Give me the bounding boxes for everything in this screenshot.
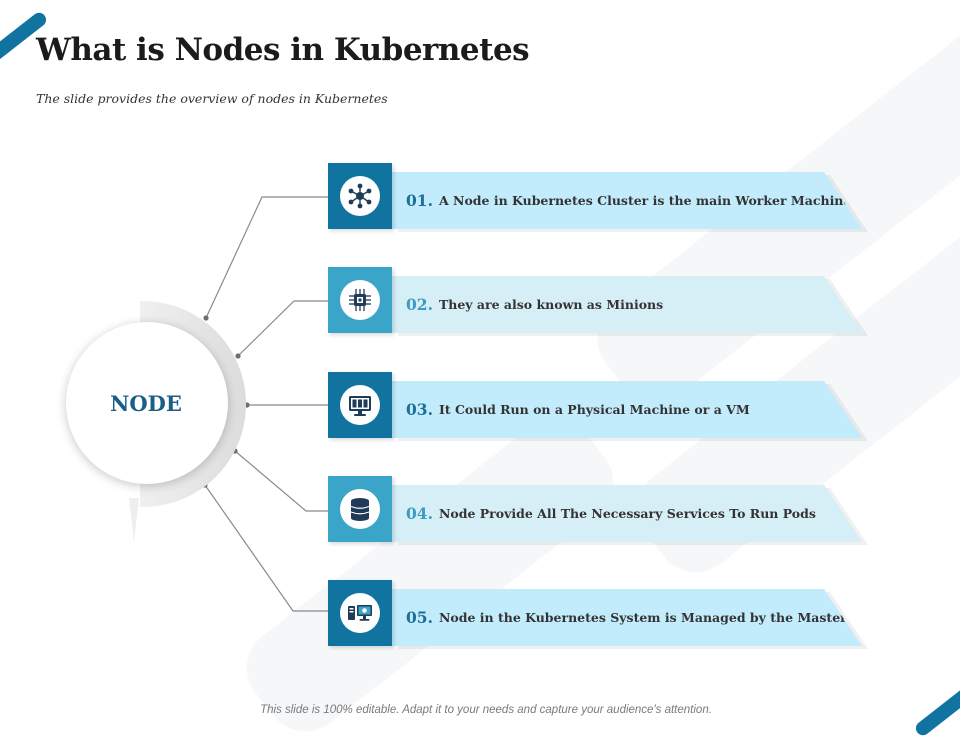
- banner-3: 03. It Could Run on a Physical Machine o…: [392, 381, 862, 438]
- icon-circle: [340, 176, 380, 216]
- icon-box-2: [328, 267, 392, 333]
- icon-box-4: [328, 476, 392, 542]
- connector-dot-1: [203, 315, 209, 321]
- banner-1: 01. A Node in Kubernetes Cluster is the …: [392, 172, 862, 229]
- banner-4: 04. Node Provide All The Necessary Servi…: [392, 485, 862, 542]
- icon-circle: [340, 280, 380, 320]
- connector-line-4: [234, 450, 330, 512]
- list-item-1: 01. A Node in Kubernetes Cluster is the …: [328, 163, 868, 232]
- banner-2: 02. They are also known as Minions: [392, 276, 862, 333]
- network-icon: [348, 183, 372, 209]
- page-title: What is Nodes in Kubernetes: [36, 32, 530, 68]
- node-arrow: [129, 498, 139, 542]
- footer-note: This slide is 100% editable. Adapt it to…: [260, 704, 712, 716]
- item-number: 05.: [406, 608, 433, 627]
- item-text: Node Provide All The Necessary Services …: [438, 506, 816, 521]
- database-icon: [350, 498, 370, 521]
- item-number: 04.: [406, 504, 433, 523]
- icon-box-3: [328, 372, 392, 438]
- computer-icon: [348, 605, 372, 621]
- connector-line-1: [205, 196, 330, 319]
- list-item-5: 05. Node in the Kubernetes System is Man…: [328, 580, 868, 649]
- node-circle: NODE: [66, 322, 228, 484]
- item-text: A Node in Kubernetes Cluster is the main…: [438, 193, 852, 208]
- monitor-icon: [349, 396, 371, 416]
- list-item-4: 04. Node Provide All The Necessary Servi…: [328, 476, 868, 545]
- item-text: They are also known as Minions: [438, 297, 664, 312]
- node-label: NODE: [110, 390, 182, 416]
- icon-circle: [340, 385, 380, 425]
- icon-circle: [340, 593, 380, 633]
- item-number: 03.: [406, 400, 433, 419]
- connector-dot-2: [235, 353, 241, 359]
- item-number: 01.: [406, 191, 433, 210]
- list-item-3: 03. It Could Run on a Physical Machine o…: [328, 372, 868, 441]
- item-text: It Could Run on a Physical Machine or a …: [438, 402, 750, 417]
- connector-line-2: [237, 300, 330, 357]
- connector-line-5: [204, 484, 330, 612]
- banner-5: 05. Node in the Kubernetes System is Man…: [392, 589, 862, 646]
- list-item-2: 02. They are also known as Minions: [328, 267, 868, 336]
- icon-circle: [340, 489, 380, 529]
- page-subtitle: The slide provides the overview of nodes…: [36, 91, 388, 106]
- item-number: 02.: [406, 295, 433, 314]
- icon-box-5: [328, 580, 392, 646]
- chip-icon: [349, 289, 371, 311]
- item-text: Node in the Kubernetes System is Managed…: [438, 610, 847, 625]
- icon-box-1: [328, 163, 392, 229]
